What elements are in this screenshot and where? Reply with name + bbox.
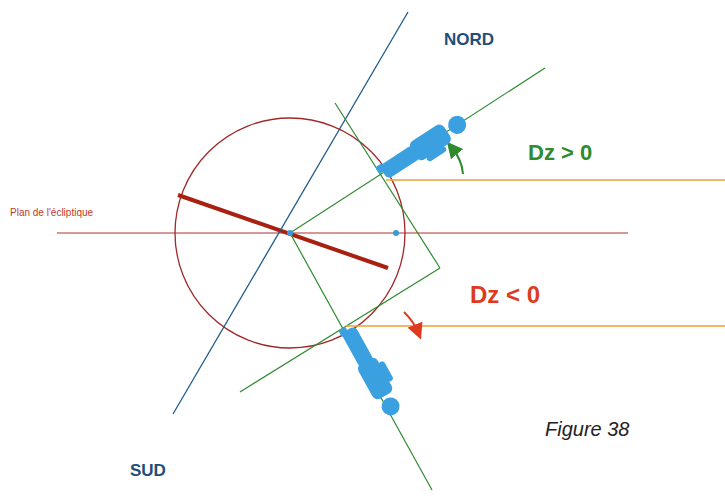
- pole-label: NORD: [444, 31, 494, 50]
- positive-angle-arrow: [452, 148, 463, 174]
- upper-tangent-line: [335, 103, 440, 268]
- figure-caption: Figure 38: [545, 418, 630, 440]
- earth-circle: [175, 118, 405, 348]
- lower-horizon-ray: [346, 325, 725, 327]
- upper-radial-line: [290, 68, 545, 233]
- plane-label: Plan de l'écliptique: [8, 207, 95, 218]
- negative-angle-arrow: [404, 312, 418, 332]
- rotation-axis: [173, 12, 408, 414]
- angle-label: Dz > 0: [528, 141, 592, 165]
- angle-label: Dz < 0: [470, 282, 540, 308]
- pole-label: SUD: [130, 462, 166, 481]
- lower-tangent-line: [240, 268, 440, 392]
- lower-radial-line: [290, 233, 432, 490]
- upper-horizon-ray: [386, 179, 725, 181]
- equator-line: [178, 195, 388, 268]
- ecliptic-line: [57, 232, 628, 233]
- lower-observer: [336, 318, 409, 419]
- ecliptic-dot: [393, 230, 399, 236]
- center-dot: [287, 230, 293, 236]
- upper-observer: [374, 111, 473, 189]
